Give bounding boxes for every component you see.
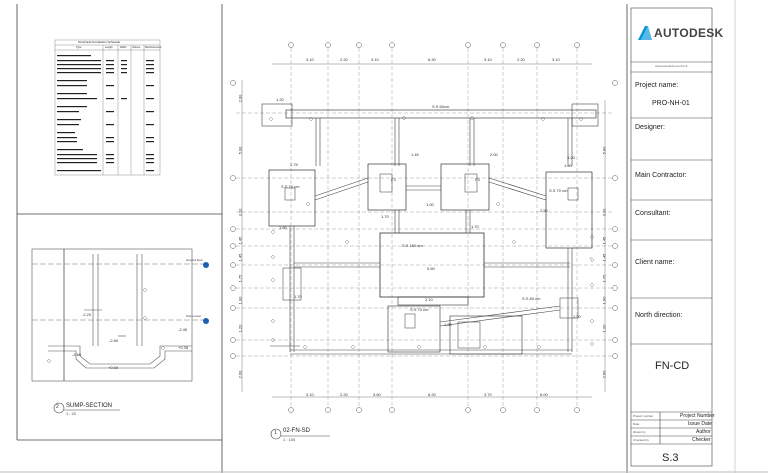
view-number: 2 bbox=[56, 404, 59, 410]
dim-bottom: 3.10 bbox=[306, 392, 314, 397]
schedule-header: Volume bbox=[132, 46, 141, 49]
dim-top: 3.10 bbox=[306, 57, 314, 62]
schedule-header: Length bbox=[105, 46, 113, 49]
slab-label: S.S 70 cm bbox=[281, 184, 300, 189]
autodesk-logo-mark bbox=[638, 26, 652, 40]
view-title: 02-FN-SD bbox=[283, 428, 311, 434]
misc-dim: 2.10 bbox=[425, 297, 433, 302]
designer-label: Designer: bbox=[635, 124, 665, 131]
misc-dim: 3.20 bbox=[567, 155, 575, 160]
view-scale: 1 : 100 bbox=[283, 437, 296, 442]
misc-dim: 1.50 bbox=[573, 314, 581, 319]
tb-row-label: Date bbox=[633, 422, 640, 426]
brand-url: www.autodesk.com/revit bbox=[655, 64, 688, 68]
footing-label: F3 bbox=[391, 177, 396, 182]
misc-dim: 1.20 bbox=[276, 97, 284, 102]
consultant-label: Consultant: bbox=[635, 210, 671, 217]
dim-bottom: 6.00 bbox=[540, 392, 548, 397]
misc-dim: 1.45 bbox=[411, 152, 419, 157]
misc-dim: 1.00 bbox=[426, 202, 434, 207]
dim-top: 3.10 bbox=[484, 57, 492, 62]
brand-name: AUTODESK bbox=[654, 26, 724, 40]
slab-label: S.S 160 cm bbox=[402, 243, 423, 248]
tb-row-value: Issue Date bbox=[688, 421, 712, 427]
tb-row-label: Drawn by bbox=[633, 430, 646, 434]
schedule-header: Type bbox=[76, 46, 82, 49]
north-direction-label: North direction: bbox=[635, 312, 683, 319]
slab-label: S.S 60 cm bbox=[522, 296, 541, 301]
misc-dim: 1.80 bbox=[279, 225, 287, 230]
slab-value: 0.60 bbox=[427, 266, 435, 271]
schedule-header: Reinforcement bbox=[145, 46, 162, 49]
main-contractor-label: Main Contractor: bbox=[635, 172, 687, 179]
tb-row-value: Project Number bbox=[680, 413, 715, 419]
project-name-label: Project name: bbox=[635, 82, 679, 89]
dim-bottom: 3.70 bbox=[484, 392, 492, 397]
misc-dim: 1.60 bbox=[564, 163, 572, 168]
level-label: -2.20 bbox=[82, 312, 92, 317]
misc-dim: 1.80 bbox=[444, 322, 452, 327]
tb-row-value: Checker bbox=[692, 437, 711, 443]
dim-top: 2.20 bbox=[340, 57, 348, 62]
tb-row-value: Author bbox=[696, 429, 711, 435]
level-label: +0.00 bbox=[108, 365, 119, 370]
level-tag: Ground floor bbox=[186, 258, 203, 262]
schedule-title: Structural Foundation Schedule bbox=[78, 40, 121, 44]
sheet-name: FN-CD bbox=[655, 360, 690, 372]
tb-row-label: Checked by bbox=[633, 438, 649, 442]
misc-dim: 1.70 bbox=[471, 224, 479, 229]
dim-top: 3.10 bbox=[552, 57, 560, 62]
misc-dim: 1.70 bbox=[294, 294, 302, 299]
beam-label: S.S 60cm bbox=[432, 104, 450, 109]
misc-dim: 1.75 bbox=[290, 162, 298, 167]
slab-label: S.S 70 cm bbox=[549, 188, 568, 193]
dim-top: 2.20 bbox=[517, 57, 525, 62]
level-tag: Sump level bbox=[186, 314, 201, 318]
level-label: -2.60 bbox=[109, 338, 119, 343]
schedule-header: Width bbox=[120, 46, 127, 49]
level-label: +0.35 bbox=[178, 345, 189, 350]
dim-bottom: 2.20 bbox=[340, 392, 348, 397]
dim-top: 6.30 bbox=[428, 57, 436, 62]
slab-label: S.S 70 cm bbox=[410, 307, 429, 312]
client-name-label: Client name: bbox=[635, 259, 675, 266]
view-title: SUMP-SECTION bbox=[66, 403, 113, 409]
dim-top: 3.10 bbox=[371, 57, 379, 62]
misc-dim: 2.50 bbox=[540, 208, 548, 213]
dim-bottom: 3.60 bbox=[373, 392, 381, 397]
level-label: -2.60 bbox=[72, 352, 82, 357]
dim-bottom: 6.20 bbox=[428, 392, 436, 397]
misc-dim: 1.70 bbox=[381, 214, 389, 219]
level-label: -2.45 bbox=[178, 327, 188, 332]
misc-dim: 2.00 bbox=[490, 152, 498, 157]
view-scale: 1 : 20 bbox=[66, 411, 77, 416]
sheet-number: S.3 bbox=[662, 452, 679, 464]
view-number: 1 bbox=[274, 430, 277, 436]
project-name-value: PRO-NH-01 bbox=[652, 100, 690, 107]
footing-label: F3 bbox=[475, 177, 480, 182]
tb-row-label: Project number bbox=[633, 414, 654, 418]
